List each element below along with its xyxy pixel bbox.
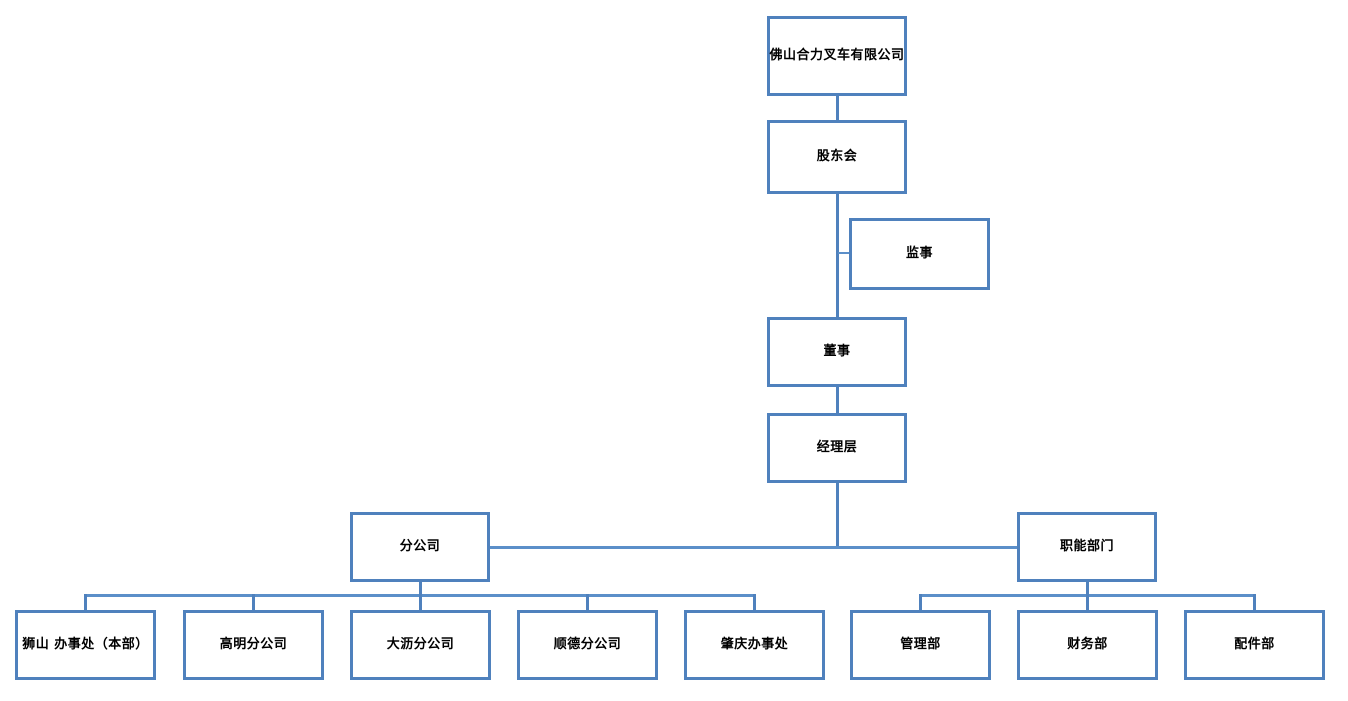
- node-management-layer[interactable]: 经理层: [767, 413, 907, 483]
- node-parts-department[interactable]: 配件部: [1184, 610, 1325, 680]
- connector-branches-to-b5: [753, 594, 756, 612]
- node-branch-companies[interactable]: 分公司: [350, 512, 490, 582]
- node-gaoming-branch[interactable]: 高明分公司: [183, 610, 324, 680]
- connector-share-trunk: [836, 191, 839, 320]
- connector-functions-drop: [1086, 579, 1089, 597]
- connector-branches-to-b2: [252, 594, 255, 612]
- node-functional-departments-label: 职能部门: [1059, 538, 1114, 554]
- connector-manager-drop: [836, 480, 839, 548]
- node-management-layer-label: 经理层: [816, 439, 858, 455]
- node-director-label: 董事: [823, 343, 851, 359]
- node-supervisor-label: 监事: [905, 245, 933, 261]
- node-supervisor[interactable]: 监事: [849, 218, 990, 290]
- connector-functions-to-f1: [919, 594, 922, 612]
- connector-share-to-supervisor: [838, 252, 852, 254]
- node-management-department[interactable]: 管理部: [850, 610, 991, 680]
- node-shareholders-meeting[interactable]: 股东会: [767, 120, 907, 194]
- node-shishan-office[interactable]: 狮山 办事处（本部）: [15, 610, 156, 680]
- node-functional-departments[interactable]: 职能部门: [1017, 512, 1157, 582]
- node-shunde-branch-label: 顺德分公司: [553, 636, 622, 652]
- node-shunde-branch[interactable]: 顺德分公司: [517, 610, 658, 680]
- connector-branches-to-b3: [419, 594, 422, 612]
- node-zhaoqing-office[interactable]: 肇庆办事处: [684, 610, 825, 680]
- node-shishan-office-label: 狮山 办事处（本部）: [22, 636, 149, 652]
- connector-branches-to-b4: [586, 594, 589, 612]
- node-branch-companies-label: 分公司: [399, 538, 441, 554]
- node-parts-department-label: 配件部: [1234, 636, 1275, 652]
- connector-level4-bus: [488, 546, 1019, 549]
- node-management-department-label: 管理部: [900, 636, 941, 652]
- node-company[interactable]: 佛山合力叉车有限公司: [767, 16, 907, 96]
- node-director[interactable]: 董事: [767, 317, 907, 387]
- connector-functions-to-f3: [1253, 594, 1256, 612]
- node-gaoming-branch-label: 高明分公司: [219, 636, 288, 652]
- node-finance-department-label: 财务部: [1067, 636, 1108, 652]
- node-dali-branch[interactable]: 大沥分公司: [350, 610, 491, 680]
- node-finance-department[interactable]: 财务部: [1017, 610, 1158, 680]
- connector-director-to-manager: [836, 384, 839, 416]
- node-zhaoqing-office-label: 肇庆办事处: [720, 636, 789, 652]
- connector-branches-to-b1: [84, 594, 87, 612]
- node-shareholders-meeting-label: 股东会: [816, 148, 858, 164]
- node-company-label: 佛山合力叉车有限公司: [769, 47, 905, 63]
- connector-company-to-share: [836, 93, 839, 123]
- connector-branches-drop: [419, 579, 422, 597]
- node-dali-branch-label: 大沥分公司: [386, 636, 455, 652]
- connector-functions-to-f2: [1086, 594, 1089, 612]
